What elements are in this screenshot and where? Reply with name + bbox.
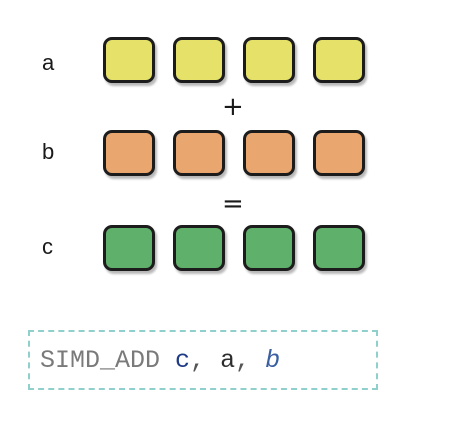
vector-b-element bbox=[243, 130, 295, 176]
vector-b-element bbox=[173, 130, 225, 176]
vector-b bbox=[103, 130, 367, 180]
vector-a bbox=[103, 37, 367, 87]
plus-operator: + bbox=[222, 92, 244, 122]
vector-a-element bbox=[103, 37, 155, 83]
vector-c bbox=[103, 225, 367, 275]
code-snippet-box: SIMD_ADD c, a, b bbox=[28, 330, 378, 390]
equals-operator: = bbox=[222, 189, 244, 219]
vector-c-element bbox=[173, 225, 225, 271]
row-a-label: a bbox=[42, 50, 55, 75]
vector-c-element bbox=[103, 225, 155, 271]
vector-c-element bbox=[243, 225, 295, 271]
code-comma: , bbox=[235, 345, 251, 375]
code-comma: , bbox=[190, 345, 206, 375]
code-instruction: SIMD_ADD bbox=[40, 345, 161, 375]
vector-b-element bbox=[313, 130, 365, 176]
code-arg-c: c bbox=[175, 345, 191, 375]
code-arg-a: a bbox=[220, 345, 236, 375]
vector-a-element bbox=[243, 37, 295, 83]
row-c-label: c bbox=[42, 234, 53, 259]
vector-a-element bbox=[313, 37, 365, 83]
row-b-label: b bbox=[42, 139, 55, 164]
vector-a-element bbox=[173, 37, 225, 83]
vector-b-element bbox=[103, 130, 155, 176]
vector-c-element bbox=[313, 225, 365, 271]
code-arg-b: b bbox=[265, 345, 281, 375]
